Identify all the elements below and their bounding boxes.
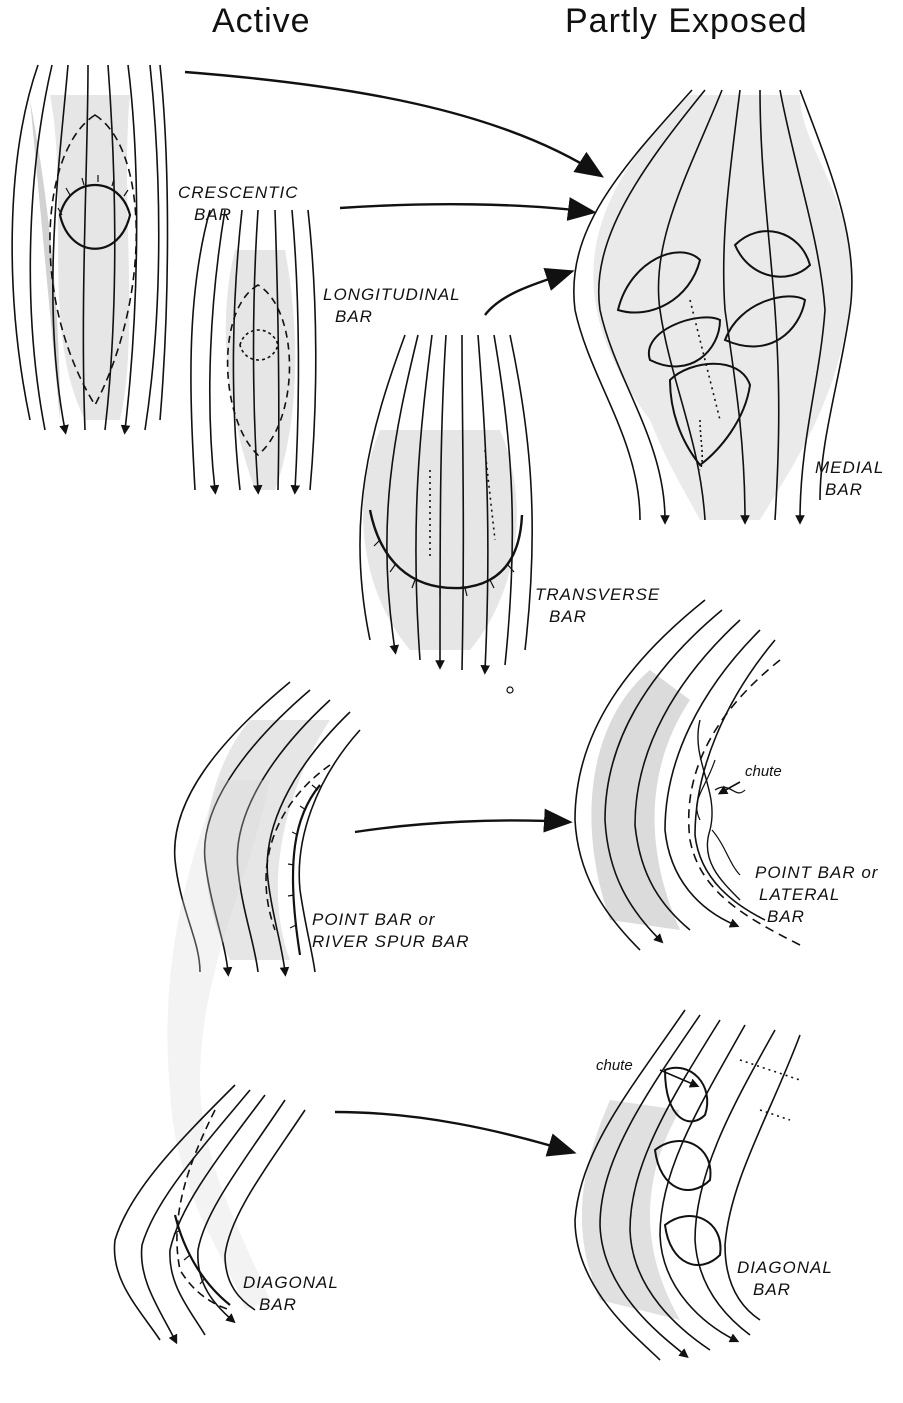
arrow-point-to-exposed <box>355 820 568 832</box>
arrow-transverse-to-medial <box>485 272 570 315</box>
crescentic-bar-sketch <box>12 65 167 430</box>
label-chute-point-bar: chute <box>745 763 782 780</box>
column-header-active: Active <box>212 2 311 41</box>
arrow-longitudinal-to-medial <box>340 204 592 212</box>
label-chute-diagonal-bar: chute <box>596 1057 633 1074</box>
column-header-partly-exposed: Partly Exposed <box>565 2 808 41</box>
medial-bar-sketch <box>574 90 852 520</box>
transverse-bar-sketch <box>360 335 532 670</box>
arrow-diagonal-to-exposed <box>335 1112 572 1152</box>
